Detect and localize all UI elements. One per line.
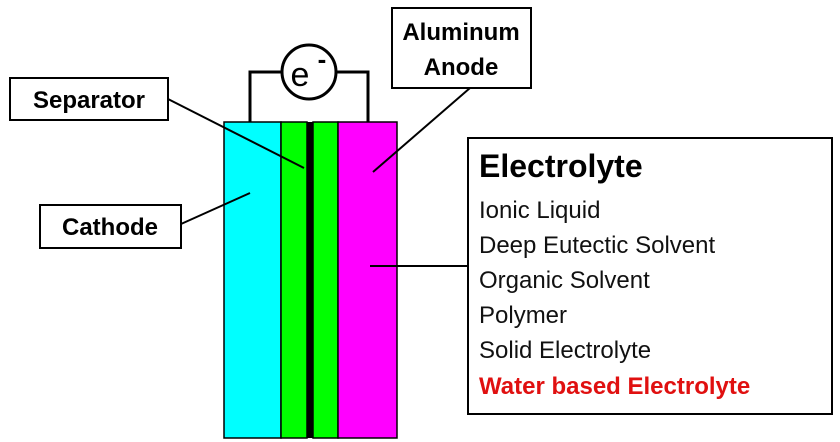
electrolyte-item: Solid Electrolyte (479, 337, 651, 364)
separator-label: Separator (33, 87, 145, 114)
electron-circle (280, 43, 338, 101)
anode-layer (337, 121, 398, 439)
separator-right-green (312, 121, 339, 439)
electrolyte-item: Polymer (479, 302, 567, 329)
anode-label-box (391, 7, 532, 89)
cathode-label: Cathode (62, 214, 158, 241)
separator-label-box (9, 77, 169, 121)
separator-core (307, 122, 313, 438)
cathode-pointer-line (180, 192, 251, 225)
cathode-label-box (39, 204, 182, 249)
anode-label-line2: Anode (424, 54, 499, 81)
separator-pointer-line (167, 98, 305, 169)
electrolyte-box (467, 137, 833, 415)
anode-label-line1: Aluminum (402, 19, 519, 46)
electrolyte-title: Electrolyte (479, 148, 643, 184)
electron-charge: - (318, 44, 327, 74)
electron-symbol: e (291, 56, 310, 94)
anode-pointer-line (372, 87, 471, 173)
cathode-layer (223, 121, 282, 439)
electrolyte-item: Ionic Liquid (479, 197, 600, 224)
external-circuit-wire-right (336, 70, 370, 122)
external-circuit-wire (248, 70, 282, 122)
electrolyte-item: Organic Solvent (479, 267, 650, 294)
separator-left-green (280, 121, 308, 439)
electrolyte-item-highlight: Water based Electrolyte (479, 373, 750, 400)
electrolyte-item: Deep Eutectic Solvent (479, 232, 715, 259)
